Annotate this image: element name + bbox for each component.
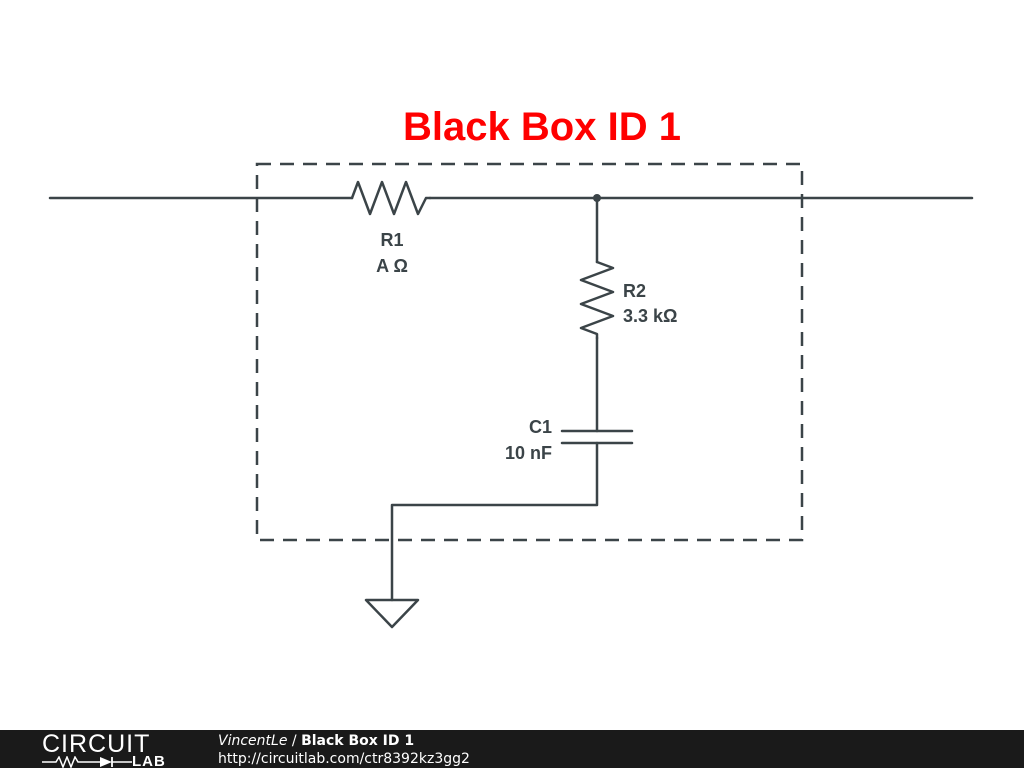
- logo-wordmark-circuit: CIRCUIT: [42, 730, 151, 758]
- black-box-boundary: [255, 162, 804, 542]
- footer-title-line: VincentLe / Black Box ID 1: [218, 732, 470, 750]
- resistor-r1-symbol: [350, 180, 432, 216]
- author-link[interactable]: VincentLe: [218, 733, 288, 749]
- r2-ref-label: R2: [623, 281, 646, 301]
- r2-value-label: 3.3 kΩ: [623, 306, 677, 326]
- r1-value-label: A Ω: [376, 256, 408, 276]
- resistor-diode-icon: [42, 756, 132, 768]
- circuit-schematic: Black Box ID 1 R1 A Ω R2 3.3 kΩ C1 10 nF: [48, 105, 974, 629]
- project-title-link[interactable]: Black Box ID 1: [301, 733, 415, 749]
- resistor-r2-symbol: [579, 260, 615, 340]
- r1-ref-label: R1: [380, 230, 403, 250]
- c1-ref-label: C1: [529, 417, 552, 437]
- logo-wordmark-lab: LAB: [132, 753, 166, 768]
- ground-wire: [390, 441, 599, 602]
- path-separator: /: [287, 733, 302, 749]
- c1-value-label: 10 nF: [505, 443, 552, 463]
- diagram-title: Black Box ID 1: [403, 105, 681, 149]
- footer-info: VincentLe / Black Box ID 1 http://circui…: [218, 732, 470, 768]
- footer-bar: CIRCUIT LAB VincentLe / Black Box ID 1 h…: [0, 730, 1024, 768]
- ground-symbol: [364, 598, 420, 629]
- project-url[interactable]: http://circuitlab.com/ctr8392kz3gg2: [218, 751, 470, 767]
- circuitlab-logo[interactable]: CIRCUIT LAB: [42, 732, 176, 768]
